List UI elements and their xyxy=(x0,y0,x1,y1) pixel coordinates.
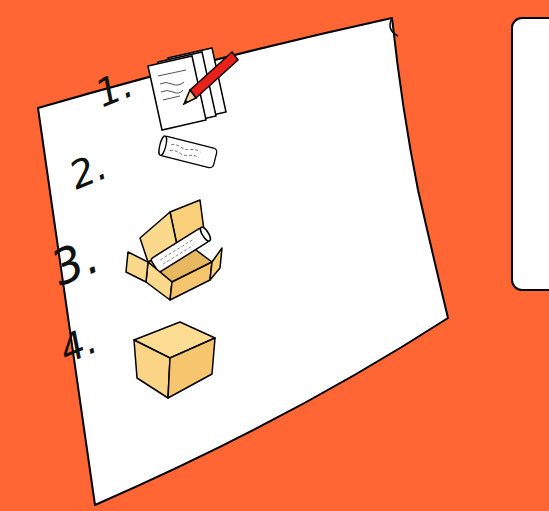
closed-box-icon xyxy=(134,322,215,398)
paper-curl xyxy=(390,18,398,36)
open-box-icon xyxy=(126,200,222,300)
documents-icon xyxy=(148,48,226,130)
step-number: 4. xyxy=(54,321,102,370)
step-number: 1. xyxy=(90,65,138,114)
side-panel xyxy=(512,18,549,290)
paper-sheet xyxy=(38,18,448,505)
pencil-icon xyxy=(184,52,238,104)
step-number: 3. xyxy=(45,231,105,293)
step-number: 2. xyxy=(64,147,112,196)
scroll-icon xyxy=(157,135,217,168)
